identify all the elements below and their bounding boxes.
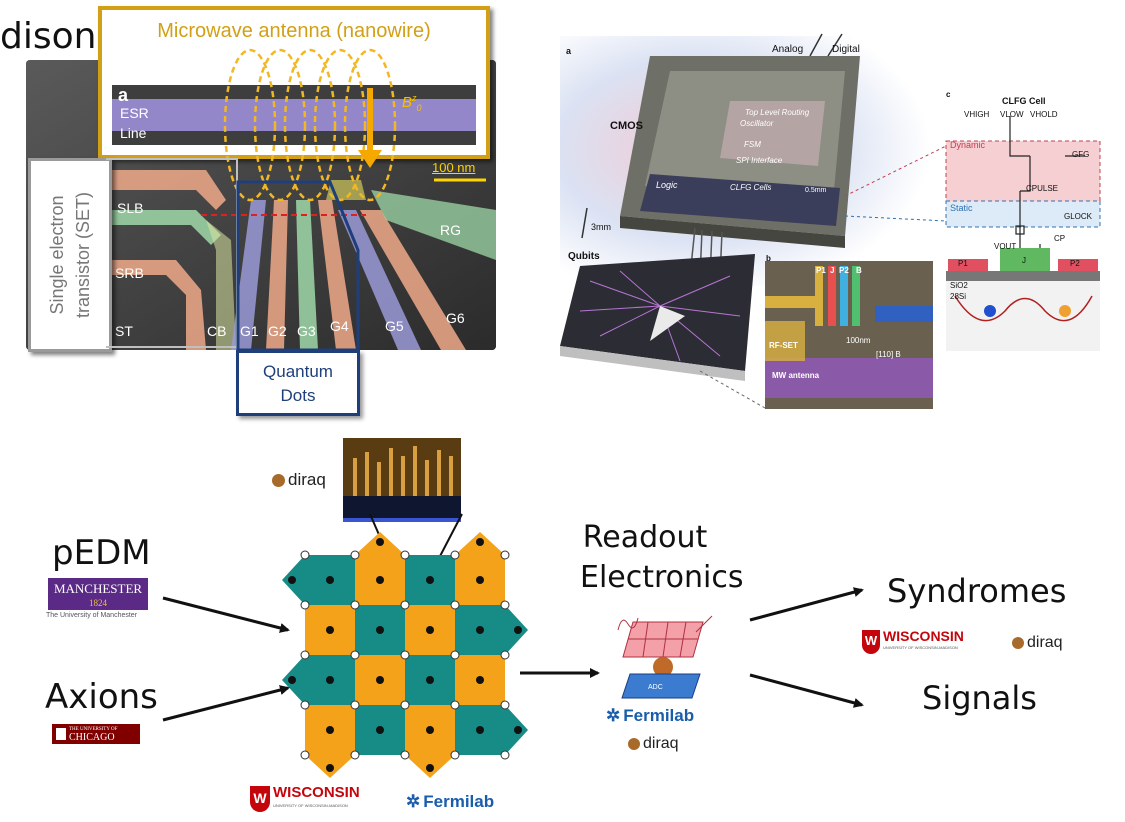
set-box: Single electron transistor (SET) bbox=[28, 158, 112, 352]
clfg-dynamic: Dynamic bbox=[950, 140, 986, 150]
gate-label-srb: SRB bbox=[115, 265, 144, 281]
chicago-logo: THE UNIVERSITY OF CHICAGO bbox=[52, 724, 140, 744]
fermilab-logo-bottom: ✲Fermilab bbox=[406, 792, 495, 811]
gate-label-cb: CB bbox=[207, 323, 227, 339]
quantum-dots-box: Quantum Dots bbox=[236, 350, 360, 416]
chip-cmos-label: CMOS bbox=[610, 120, 643, 132]
clfg-j: J bbox=[1022, 256, 1026, 265]
esr-label-line1: ESR bbox=[120, 105, 149, 121]
clfg-p2: P2 bbox=[1070, 259, 1080, 268]
chip-digital-label: Digital bbox=[832, 44, 860, 55]
clfg-static: Static bbox=[950, 203, 973, 213]
fermilab-logo-readout: ✲Fermilab bbox=[606, 706, 695, 725]
wisconsin-logo-bottom: W WISCONSIN UNIVERSITY OF WISCONSIN-MADI… bbox=[250, 785, 360, 812]
clfg-28si: 28Si bbox=[950, 292, 967, 301]
readout-chip-graphic: ADC bbox=[608, 612, 718, 700]
clfg-g-lock: GLOCK bbox=[1064, 212, 1093, 221]
diraq-icon bbox=[628, 738, 640, 750]
device-crosssection-image bbox=[343, 438, 461, 522]
fermilab-icon: ✲ bbox=[606, 706, 621, 725]
clfg-v-low: VLOW bbox=[1000, 110, 1024, 119]
clfg-c-pulse: CPULSE bbox=[1026, 184, 1059, 193]
chip-panel-b-j: J bbox=[830, 266, 835, 275]
chip-figure: a Analog Digital CMOS Top Level Routing … bbox=[560, 16, 1105, 411]
sem-scale-bar-label: 100 nm bbox=[432, 160, 476, 175]
set-label-line2: transistor (SET) bbox=[73, 191, 93, 319]
chip-illustration bbox=[560, 33, 1101, 409]
set-region-outline bbox=[106, 158, 238, 348]
chip-panel-b-b: B bbox=[856, 266, 862, 275]
chip-fsm: FSM bbox=[744, 140, 761, 149]
antenna-label: Microwave antenna (nanowire) bbox=[157, 20, 431, 42]
chip-half-mm-label: 0.5mm bbox=[805, 187, 827, 194]
esr-panel-letter: a bbox=[118, 85, 129, 105]
gate-label-g3: G3 bbox=[297, 323, 316, 339]
diraq-logo-top: diraq bbox=[272, 470, 326, 490]
clfg-v-out: VOUT bbox=[994, 242, 1017, 251]
quantum-dots-label-line1: Quantum bbox=[263, 362, 333, 381]
chip-3mm-label: 3mm bbox=[591, 222, 611, 232]
chip-clfg-cells-label: CLFG Cells bbox=[730, 183, 772, 192]
syndromes-label: Syndromes bbox=[887, 572, 1067, 610]
chip-top-level-routing: Top Level Routing bbox=[745, 108, 810, 117]
wisconsin-logo-syndromes: W WISCONSIN UNIVERSITY OF WISCONSIN-MADI… bbox=[862, 629, 964, 654]
clfg-g-fg: GFG bbox=[1072, 150, 1090, 159]
gate-label-g2: G2 bbox=[268, 323, 287, 339]
chip-panel-b-p1: P1 bbox=[816, 266, 826, 275]
chip-panel-b: b bbox=[766, 254, 771, 263]
gate-label-slb: SLB bbox=[117, 200, 144, 216]
wisconsin-crest-icon: W bbox=[862, 630, 880, 654]
gate-label-rg: RG bbox=[440, 222, 461, 238]
clfg-p1: P1 bbox=[958, 259, 968, 268]
diraq-logo-readout: diraq bbox=[628, 735, 679, 753]
chip-panel-b-p2: P2 bbox=[839, 266, 849, 275]
diraq-icon bbox=[272, 473, 285, 487]
axions-label: Axions bbox=[45, 677, 158, 717]
fermilab-icon: ✲ bbox=[406, 792, 421, 811]
slide-title-fragment: dison, bbox=[0, 16, 108, 57]
pedm-label: pEDM bbox=[52, 533, 151, 573]
chip-spi-interface: SPI Interface bbox=[736, 156, 783, 165]
readout-label: Readout Electronics bbox=[580, 520, 744, 595]
adc-label: ADC bbox=[648, 684, 663, 691]
gate-label-st: ST bbox=[115, 323, 133, 339]
esr-label-line2: Line bbox=[120, 125, 147, 141]
set-label-line1: Single electron bbox=[47, 195, 67, 315]
chip-100nm-label: 100nm bbox=[846, 336, 871, 345]
clfg-cell-title: CLFG Cell bbox=[1002, 96, 1046, 106]
chip-rf-set-label: RF-SET bbox=[769, 341, 798, 350]
chip-direction-label: [110] B bbox=[876, 350, 901, 359]
clfg-v-high: VHIGH bbox=[964, 110, 990, 119]
signals-label: Signals bbox=[922, 679, 1037, 717]
gate-label-g1: G1 bbox=[240, 323, 259, 339]
diraq-logo-syndromes: diraq bbox=[1012, 634, 1063, 652]
manchester-logo: MANCHESTER 1824 bbox=[48, 578, 148, 610]
manchester-subtitle: The University of Manchester bbox=[46, 612, 138, 619]
chip-mw-antenna-label: MW antenna bbox=[772, 371, 820, 380]
diraq-icon bbox=[1012, 637, 1024, 649]
clfg-sio2: SiO2 bbox=[950, 281, 968, 290]
chip-panel-c: c bbox=[946, 90, 951, 99]
antenna-field-loops bbox=[223, 48, 397, 202]
quantum-dots-outline bbox=[236, 180, 360, 352]
chip-qubits-label: Qubits bbox=[568, 251, 600, 262]
gate-label-g5: G5 bbox=[385, 318, 404, 334]
surface-code-lattice bbox=[280, 530, 530, 780]
chicago-crest-icon bbox=[56, 728, 66, 740]
clfg-c-p: CP bbox=[1054, 234, 1066, 243]
quantum-dots-label-line2: Dots bbox=[280, 386, 316, 405]
chip-logic-label: Logic bbox=[656, 180, 678, 190]
chip-oscillator: Oscillator bbox=[740, 119, 774, 128]
wisconsin-crest-icon: W bbox=[250, 786, 270, 812]
gate-label-g4: G4 bbox=[330, 318, 349, 334]
bfield-label: Bz0 bbox=[402, 93, 422, 113]
clfg-v-hold: VHOLD bbox=[1030, 110, 1058, 119]
esr-strip: a ESR Line Bz0 bbox=[112, 85, 476, 145]
chip-analog-label: Analog bbox=[772, 44, 804, 55]
antenna-box: Microwave antenna (nanowire) a ESR Line … bbox=[98, 6, 490, 159]
gate-label-g6: G6 bbox=[446, 310, 465, 326]
chip-panel-a: a bbox=[566, 46, 572, 56]
